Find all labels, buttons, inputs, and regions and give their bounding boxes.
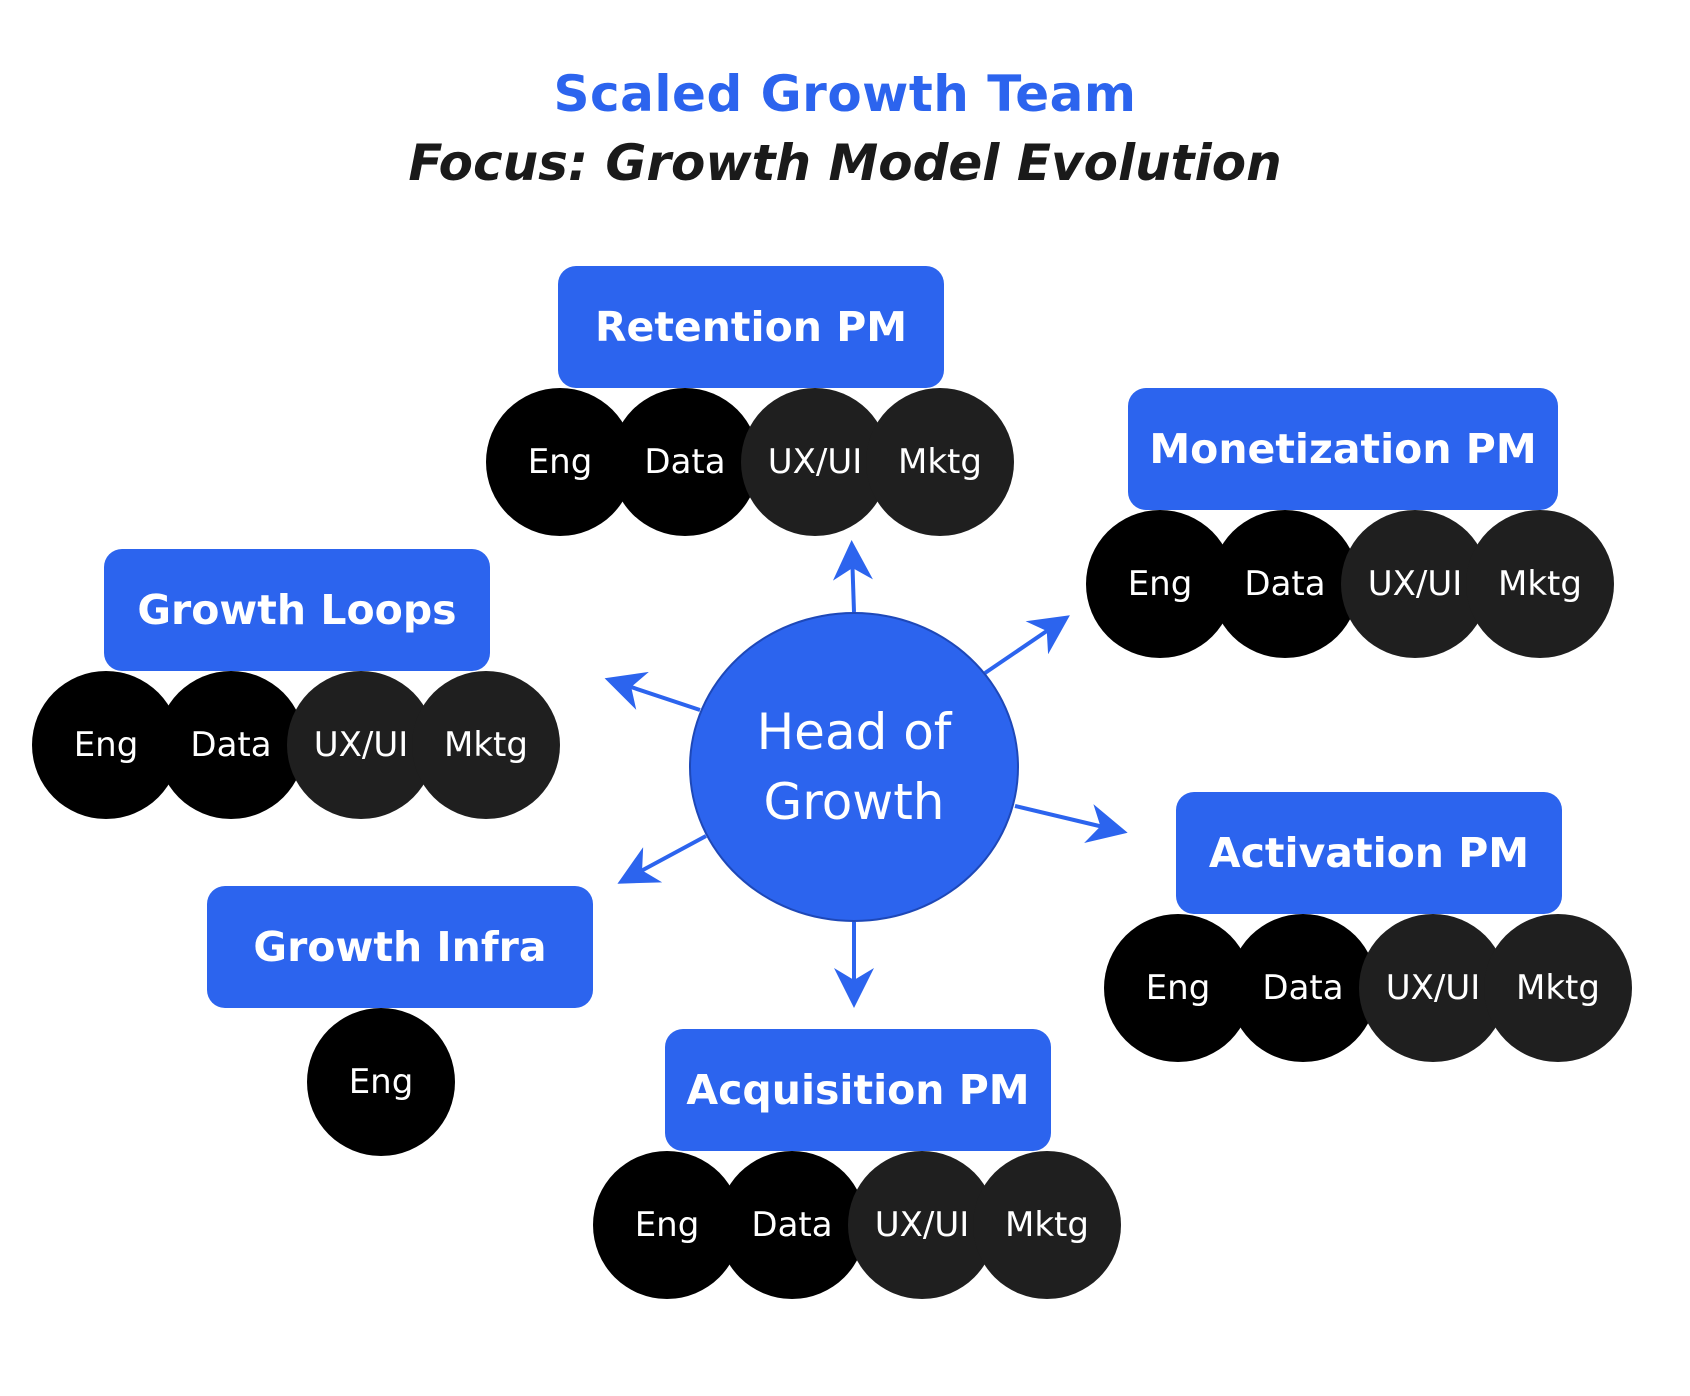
member-label: Mktg xyxy=(1005,1205,1089,1245)
member-label: UX/UI xyxy=(1367,564,1463,604)
member-ux-ui: UX/UI xyxy=(848,1151,996,1299)
member-ux-ui: UX/UI xyxy=(1341,510,1489,658)
member-eng: Eng xyxy=(307,1008,455,1156)
member-label: UX/UI xyxy=(1385,968,1481,1008)
member-label: Data xyxy=(190,725,272,765)
member-label: UX/UI xyxy=(313,725,409,765)
diagram-title: Scaled Growth Team xyxy=(553,65,1137,123)
arrow-to-growth-loops xyxy=(604,671,701,712)
member-label: Eng xyxy=(1127,564,1193,604)
pm-label: Growth Infra xyxy=(253,923,547,971)
arrow-to-monetization xyxy=(983,615,1070,675)
member-label: Mktg xyxy=(444,725,528,765)
member-mktg: Mktg xyxy=(1466,510,1614,658)
diagram-subtitle: Focus: Growth Model Evolution xyxy=(408,134,1282,192)
member-ux-ui: UX/UI xyxy=(1359,914,1507,1062)
pm-label: Growth Loops xyxy=(137,586,457,634)
pm-label: Retention PM xyxy=(594,303,908,351)
member-data: Data xyxy=(611,388,759,536)
member-label: Eng xyxy=(73,725,139,765)
member-label: Data xyxy=(1244,564,1326,604)
pm-label: Activation PM xyxy=(1208,829,1530,877)
member-label: Eng xyxy=(1145,968,1211,1008)
member-label: Eng xyxy=(634,1205,700,1245)
member-label: Data xyxy=(644,442,726,482)
pm-box: Growth Loops xyxy=(104,549,490,671)
member-label: UX/UI xyxy=(874,1205,970,1245)
member-label: Data xyxy=(1262,968,1344,1008)
member-eng: Eng xyxy=(486,388,634,536)
pm-label: Acquisition PM xyxy=(686,1066,1030,1114)
pm-label: Monetization PM xyxy=(1149,425,1537,473)
member-mktg: Mktg xyxy=(412,671,560,819)
member-data: Data xyxy=(1211,510,1359,658)
member-mktg: Mktg xyxy=(1484,914,1632,1062)
head-of-growth-node: Head of Growth xyxy=(689,612,1019,922)
member-eng: Eng xyxy=(1104,914,1252,1062)
member-data: Data xyxy=(1229,914,1377,1062)
member-label: Eng xyxy=(348,1062,414,1102)
hub-label-line2: Growth xyxy=(763,773,945,831)
member-data: Data xyxy=(157,671,305,819)
pm-box: Activation PM xyxy=(1176,792,1562,914)
member-mktg: Mktg xyxy=(866,388,1014,536)
hub-label-line1: Head of xyxy=(756,703,952,761)
member-mktg: Mktg xyxy=(973,1151,1121,1299)
member-label: Mktg xyxy=(898,442,982,482)
member-label: Eng xyxy=(527,442,593,482)
member-data: Data xyxy=(718,1151,866,1299)
hub-label: Head of Growth xyxy=(724,697,984,837)
pm-box: Acquisition PM xyxy=(665,1029,1051,1151)
member-label: Data xyxy=(751,1205,833,1245)
member-ux-ui: UX/UI xyxy=(287,671,435,819)
member-eng: Eng xyxy=(1086,510,1234,658)
pm-box: Growth Infra xyxy=(207,886,593,1008)
member-label: Mktg xyxy=(1498,564,1582,604)
arrow-to-activation xyxy=(1014,804,1128,843)
pm-box: Monetization PM xyxy=(1128,388,1558,510)
member-eng: Eng xyxy=(32,671,180,819)
member-eng: Eng xyxy=(593,1151,741,1299)
pm-box: Retention PM xyxy=(558,266,944,388)
arrow-to-retention xyxy=(832,540,873,613)
member-ux-ui: UX/UI xyxy=(741,388,889,536)
member-label: UX/UI xyxy=(767,442,863,482)
arrow-to-growth-infra xyxy=(617,834,707,884)
member-label: Mktg xyxy=(1516,968,1600,1008)
